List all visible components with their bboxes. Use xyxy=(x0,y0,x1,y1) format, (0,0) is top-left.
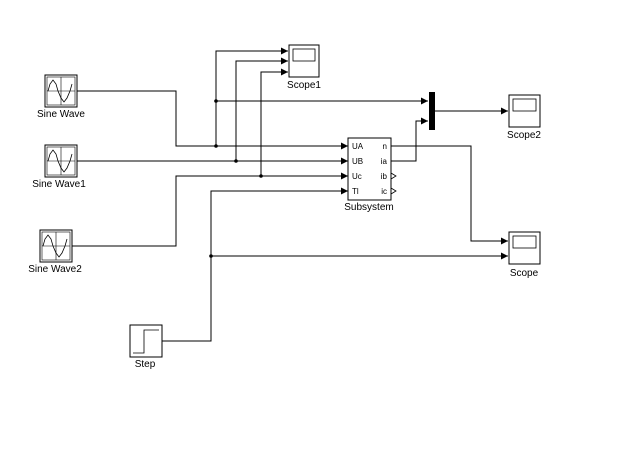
scope1-label: Scope1 xyxy=(287,80,321,91)
sine-wave-icon xyxy=(47,149,73,173)
scope-screen-icon xyxy=(292,48,316,62)
subsystem-output-n: n xyxy=(383,142,387,151)
sine-wave-label: Sine Wave xyxy=(37,109,85,120)
wire-uc-to-scope1[interactable] xyxy=(260,68,288,176)
scope2-label: Scope2 xyxy=(507,130,541,141)
wire-ub-to-scope1[interactable] xyxy=(235,57,288,161)
subsystem-input-uc: Uc xyxy=(352,172,362,181)
scope2-block[interactable]: Scope2 xyxy=(507,94,541,141)
sine-wave1-label: Sine Wave1 xyxy=(32,179,86,190)
scope-label: Scope xyxy=(510,268,539,279)
scope-screen-icon xyxy=(512,235,537,249)
branch-point xyxy=(234,159,238,163)
subsystem-input-ua: UA xyxy=(352,142,364,151)
scope1-block[interactable]: Scope1 xyxy=(287,44,321,91)
step-block[interactable]: Step xyxy=(129,324,163,370)
subsystem-input-ub: UB xyxy=(352,157,363,166)
scope-block[interactable]: Scope xyxy=(508,231,541,279)
wire-sine-wave-to-ua[interactable] xyxy=(77,90,348,150)
unconnected-port-icon xyxy=(390,187,397,195)
wire-ua-to-scope1[interactable] xyxy=(215,47,288,146)
scope-screen-icon xyxy=(512,98,537,112)
subsystem-label: Subsystem xyxy=(344,202,393,213)
branch-point xyxy=(214,99,218,103)
wire-ia-to-mux[interactable] xyxy=(391,117,428,162)
subsystem-output-ia: ia xyxy=(381,157,388,166)
sine-wave2-label: Sine Wave2 xyxy=(28,264,82,275)
sine-wave-icon xyxy=(42,234,68,258)
subsystem-output-ib: ib xyxy=(381,172,388,181)
sine-wave2-block[interactable]: Sine Wave2 xyxy=(28,229,82,275)
unconnected-port-icon xyxy=(390,172,397,180)
wire-n-to-scope[interactable] xyxy=(391,145,508,245)
subsystem-output-ic: ic xyxy=(381,187,387,196)
branch-point xyxy=(209,254,213,258)
sine-wave-block[interactable]: Sine Wave xyxy=(37,74,85,120)
step-icon xyxy=(133,329,159,354)
wire-step-to-tl[interactable] xyxy=(162,187,348,342)
subsystem-block[interactable]: UA UB Uc Tl n ia ib ic Subsystem xyxy=(344,137,397,213)
sine-wave1-block[interactable]: Sine Wave1 xyxy=(32,144,86,190)
branch-point xyxy=(259,174,263,178)
subsystem-input-tl: Tl xyxy=(352,187,359,196)
wire-sine-wave2-to-uc[interactable] xyxy=(72,172,348,247)
branch-point xyxy=(214,144,218,148)
step-label: Step xyxy=(135,359,156,370)
mux-block[interactable] xyxy=(429,92,435,130)
sine-wave-icon xyxy=(47,79,73,103)
signal-wires xyxy=(72,47,508,342)
